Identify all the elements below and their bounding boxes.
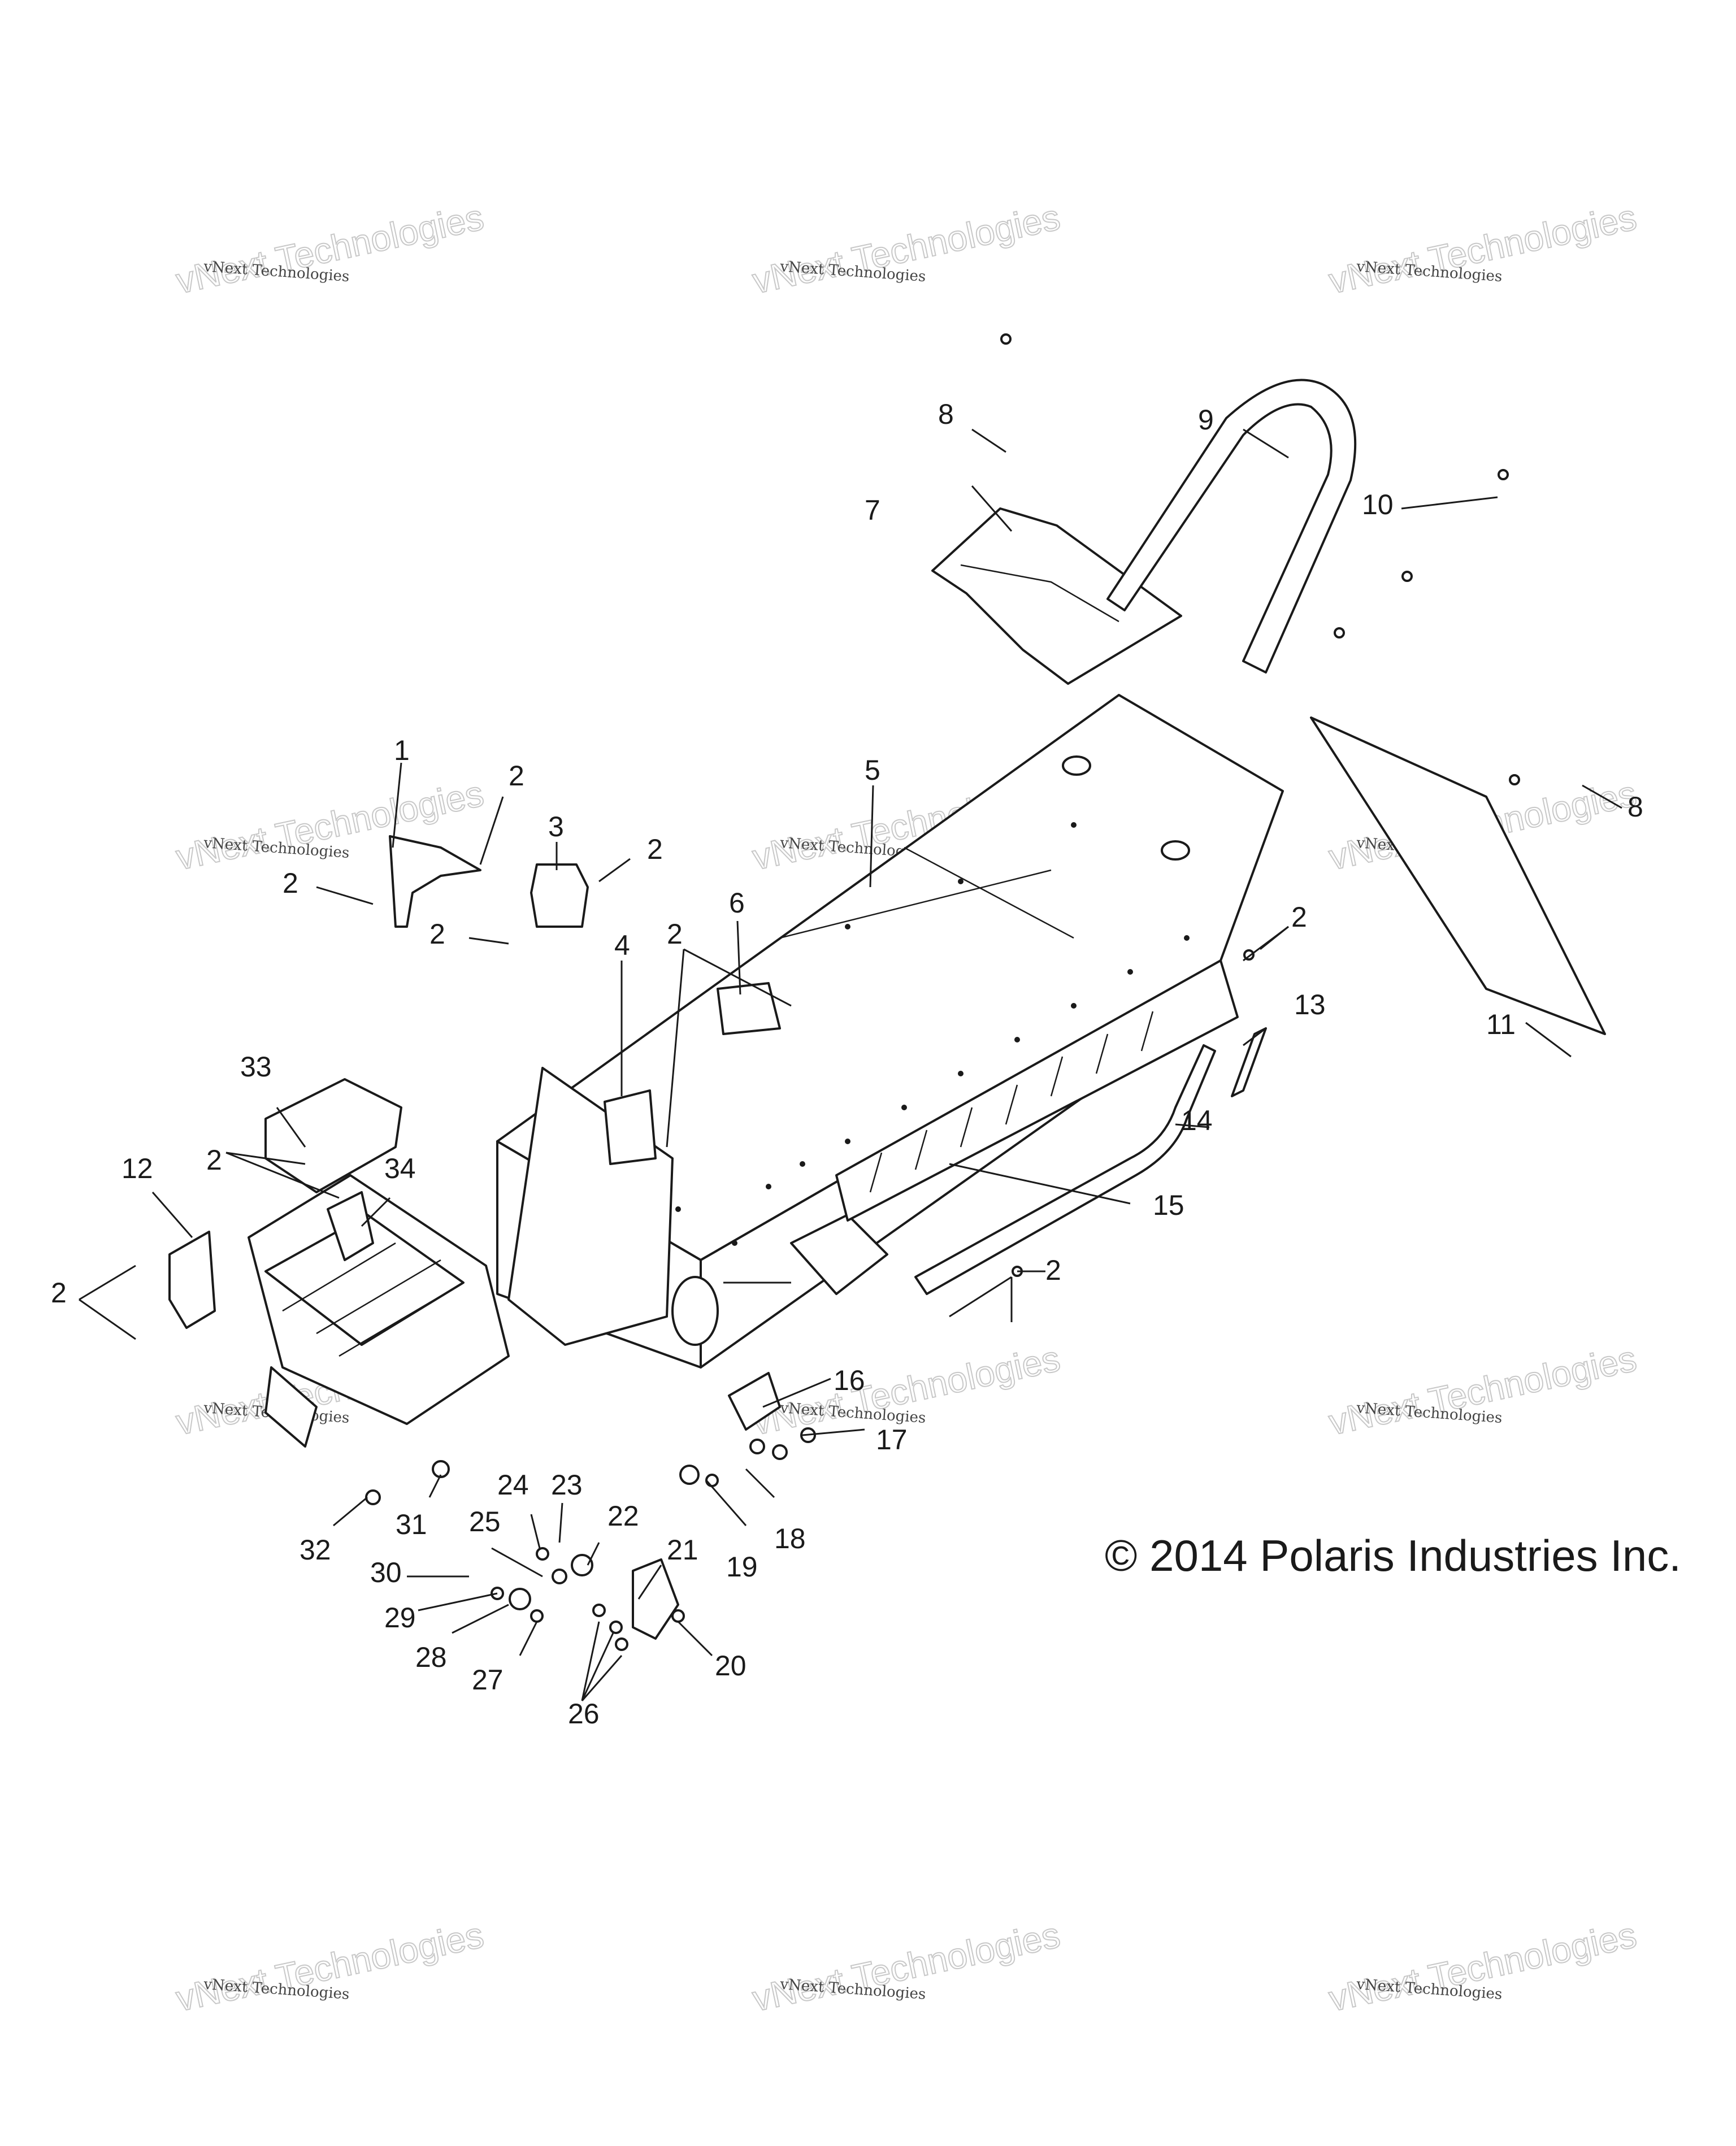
callout-5: 5 bbox=[865, 754, 880, 786]
callout-2c: 2 bbox=[647, 833, 663, 865]
callout-10: 10 bbox=[1362, 489, 1394, 520]
bracket-6 bbox=[717, 982, 781, 1035]
callout-19: 19 bbox=[726, 1551, 758, 1583]
callout-2e: 2 bbox=[667, 918, 683, 950]
callout-1: 1 bbox=[394, 735, 410, 766]
callout-13: 13 bbox=[1294, 989, 1326, 1020]
callout-7: 7 bbox=[865, 494, 880, 526]
snow-flap-11 bbox=[1310, 716, 1606, 1035]
callout-29: 29 bbox=[384, 1602, 416, 1634]
watermark-large-text: vNext Technologies bbox=[1325, 1338, 1640, 1443]
callout-34: 34 bbox=[384, 1153, 416, 1184]
watermark-large-text: vNext Technologies bbox=[749, 197, 1064, 302]
leader-lines bbox=[79, 428, 1622, 1701]
watermark-large-text: vNext Technologies bbox=[749, 1914, 1064, 2019]
callout-12: 12 bbox=[121, 1153, 153, 1184]
callout-32: 32 bbox=[300, 1534, 331, 1566]
callout-4: 4 bbox=[614, 929, 630, 961]
bracket-3 bbox=[530, 863, 589, 928]
callout-2i: 2 bbox=[51, 1277, 67, 1309]
callout-21: 21 bbox=[667, 1534, 698, 1566]
callout-16: 16 bbox=[834, 1365, 865, 1396]
grab-bar-9 bbox=[1106, 379, 1357, 674]
callout-3: 3 bbox=[548, 811, 564, 842]
handle-mount-7 bbox=[931, 507, 1182, 685]
callout-18: 18 bbox=[774, 1523, 806, 1554]
callout-6: 6 bbox=[729, 887, 745, 919]
front-bulkhead bbox=[248, 1174, 510, 1448]
callout-27: 27 bbox=[472, 1664, 504, 1696]
bracket-12 bbox=[168, 1231, 216, 1329]
callout-2h: 2 bbox=[206, 1144, 222, 1176]
bracket-34 bbox=[327, 1191, 374, 1261]
callout-26: 26 bbox=[568, 1698, 600, 1730]
callout-31: 31 bbox=[396, 1509, 427, 1540]
callout-2g: 2 bbox=[1045, 1254, 1061, 1286]
watermark-large-text: vNext Technologies bbox=[1325, 197, 1640, 302]
watermark-large-text: vNext Technologies bbox=[172, 1914, 487, 2019]
callout-22: 22 bbox=[607, 1500, 639, 1532]
bracket-16 bbox=[728, 1372, 781, 1431]
bracket-4 bbox=[604, 1089, 657, 1165]
bracket-21 bbox=[632, 1558, 679, 1640]
part-13 bbox=[1231, 1027, 1267, 1097]
rail-14 bbox=[914, 1044, 1216, 1295]
callout-2f: 2 bbox=[1291, 901, 1307, 933]
watermark-large-text: vNext Technologies bbox=[172, 197, 487, 302]
callout-24: 24 bbox=[497, 1469, 529, 1501]
bracket-1 bbox=[389, 835, 481, 928]
callout-2b: 2 bbox=[283, 867, 298, 899]
callout-labels: 1 2 2 2 2 2 2 2 2 2 3 4 5 6 7 8 8 9 10 1… bbox=[51, 398, 1643, 1730]
callout-9: 9 bbox=[1198, 404, 1214, 436]
callout-14: 14 bbox=[1181, 1105, 1213, 1136]
callout-25: 25 bbox=[469, 1506, 501, 1537]
plate-33 bbox=[264, 1078, 402, 1193]
callout-8a: 8 bbox=[938, 398, 954, 430]
callout-33: 33 bbox=[240, 1051, 272, 1083]
callout-23: 23 bbox=[551, 1469, 583, 1501]
callout-17: 17 bbox=[876, 1424, 908, 1456]
callout-8b: 8 bbox=[1628, 791, 1643, 823]
copyright-notice: © 2014 Polaris Industries Inc. bbox=[1105, 1531, 1681, 1580]
callout-28: 28 bbox=[415, 1641, 447, 1673]
watermark-large-text: vNext Technologies bbox=[1325, 1914, 1640, 2019]
callout-2a: 2 bbox=[509, 760, 524, 792]
callout-11: 11 bbox=[1486, 1009, 1516, 1040]
running-board-15 bbox=[835, 959, 1239, 1222]
callout-15: 15 bbox=[1153, 1189, 1184, 1221]
callout-2d: 2 bbox=[429, 918, 445, 950]
callout-30: 30 bbox=[370, 1557, 402, 1588]
callout-20: 20 bbox=[715, 1650, 747, 1682]
